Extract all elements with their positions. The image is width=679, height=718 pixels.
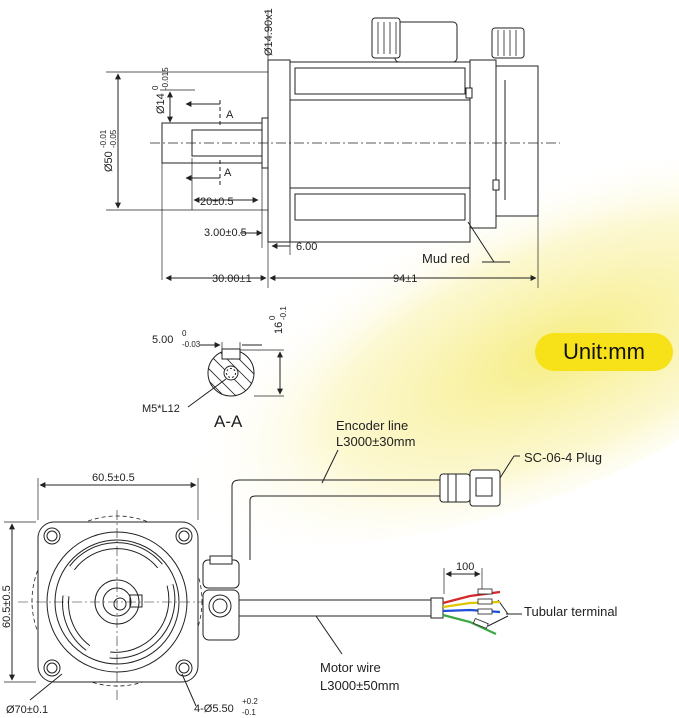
sc-plug-body (439, 473, 471, 503)
shaft-dia-label: Ø14 0 -0.015 (151, 67, 170, 114)
key-depth-label: 16 0 -0.1 (268, 306, 288, 334)
svg-text:Ø50: Ø50 (103, 151, 115, 172)
flange (267, 59, 291, 243)
svg-text:4-Ø5.50: 4-Ø5.50 (194, 703, 234, 715)
shaft-len-label: 30.00±1 (212, 273, 252, 285)
svg-text:-0.03: -0.03 (182, 340, 201, 349)
encoder-line-label: Encoder line (336, 418, 408, 433)
key-width-label: 5.00 0 -0.03 (152, 329, 201, 349)
tubular-label: Tubular terminal (524, 604, 618, 619)
svg-text:0: 0 (151, 85, 160, 90)
section-mark-top: A (226, 109, 234, 121)
spigot-label: 6.00 (296, 241, 317, 253)
section-title: A-A (214, 412, 243, 431)
svg-text:-0.015: -0.015 (161, 67, 170, 90)
shoulder-label: 3.00±0.5 (204, 227, 247, 239)
body-lower-band (294, 193, 466, 221)
section-keyway (221, 348, 241, 360)
encoder-cable (231, 479, 440, 560)
hole-tr (175, 527, 193, 545)
circle-dia: Ø70±0.1 (6, 704, 48, 716)
width-dim: 60.5±0.5 (92, 472, 135, 484)
pitch-label: 100 (456, 561, 474, 573)
thread-label: M5*L12 (142, 403, 180, 415)
hole-bl (43, 659, 61, 677)
connector-housing (394, 21, 458, 63)
motor-length-label: L3000±50mm (320, 678, 399, 693)
hole-br (175, 659, 193, 677)
yellow-wash (181, 156, 679, 544)
svg-text:0: 0 (268, 315, 277, 320)
body-len-label: 94±1 (393, 273, 417, 285)
svg-text:-0.1: -0.1 (242, 708, 256, 717)
encoder-housing (469, 59, 497, 229)
height-dim: 60.5±0.5 (1, 585, 13, 628)
motor-wire-label: Motor wire (320, 660, 381, 675)
top-dim: Ø14.90x1 (263, 8, 275, 56)
cables (231, 449, 522, 655)
svg-text:-0.01: -0.01 (99, 129, 108, 148)
plug-label: SC-06-4 Plug (524, 450, 602, 465)
svg-text:0: 0 (182, 329, 187, 338)
key-len-label: 20±0.5 (200, 196, 234, 208)
wire-terminals (472, 588, 493, 629)
shaft-end (113, 597, 127, 611)
section-mark-bottom: A (224, 167, 232, 179)
mud-red-label: Mud red (422, 251, 470, 266)
unit-badge: Unit:mm (535, 333, 673, 371)
encoder-connector (491, 27, 525, 59)
encoder-length-label: L3000±30mm (336, 434, 415, 449)
power-connector (371, 17, 401, 59)
hole-note: 4-Ø5.50 +0.2 -0.1 (194, 697, 258, 717)
side-view (106, 10, 560, 288)
flange-dia-label: Ø50 -0.01 -0.05 (99, 129, 118, 172)
svg-text:16: 16 (273, 322, 285, 334)
svg-text:-0.1: -0.1 (279, 306, 288, 320)
svg-text:-0.05: -0.05 (109, 129, 118, 148)
svg-text:5.00: 5.00 (152, 334, 173, 346)
front-view (4, 478, 240, 707)
hole-tl (43, 527, 61, 545)
body-upper-band (294, 67, 466, 95)
svg-text:Ø14: Ø14 (155, 93, 167, 114)
motor-cable (238, 599, 432, 617)
encoder-cap (495, 65, 539, 217)
svg-text:+0.2: +0.2 (242, 697, 258, 706)
